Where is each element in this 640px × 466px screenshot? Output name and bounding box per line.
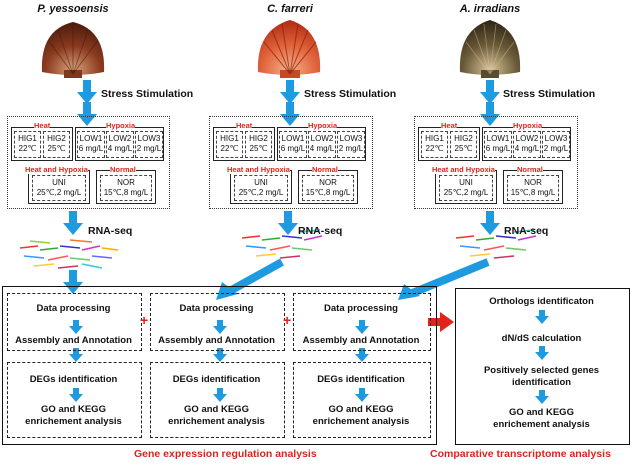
scallop-yessoensis-image <box>41 22 105 78</box>
dnds-label: dN/dS calculation <box>501 333 582 344</box>
heat-label: Heat <box>236 121 253 130</box>
heat-label: Heat <box>441 121 458 130</box>
species-label: C. farreri <box>267 3 313 15</box>
stress-label: Stress Stimulation <box>101 88 194 100</box>
conditions-panel <box>414 116 578 209</box>
assembly-label: Assembly and Annotation <box>15 335 132 346</box>
comparative-panel <box>455 288 630 445</box>
normal-label: Normal <box>110 165 136 174</box>
degs-label: DEGs identification <box>317 374 405 385</box>
reads-right-image <box>455 229 537 259</box>
positive-selection-label: Positively selected genes <box>483 365 600 376</box>
normal-label: Normal <box>312 165 338 174</box>
plus-icon: + <box>283 312 292 328</box>
degs-box <box>7 362 142 438</box>
hypoxia-label: Hypoxia <box>513 121 543 130</box>
conditions-panel <box>7 116 170 209</box>
conditions-panel <box>209 116 373 209</box>
degs-box <box>293 362 431 438</box>
plus-icon: + <box>140 312 149 328</box>
normal-label: Normal <box>517 165 543 174</box>
red-arrow-icon <box>428 312 454 332</box>
processing-box <box>293 293 431 351</box>
rnaseq-label: RNA-seq <box>298 225 343 237</box>
data-processing-label: Data processing <box>179 303 254 314</box>
arrow-down-icon <box>480 80 500 104</box>
gene-expression-caption: Gene expression regulation analysis <box>134 448 317 460</box>
processing-box <box>7 293 142 351</box>
degs-box <box>150 362 285 438</box>
assembly-label: Assembly and Annotation <box>158 335 275 346</box>
gene-expression-panel <box>2 286 437 445</box>
degs-label: DEGs identification <box>29 374 118 385</box>
go-kegg-label: GO and KEGG <box>41 404 106 415</box>
species-label: A. irradians <box>459 3 521 15</box>
arrow-down-icon <box>63 211 83 235</box>
rnaseq-label: RNA-seq <box>504 225 549 237</box>
scallop-farreri-image <box>257 20 321 78</box>
positive-selection-label-2: identification <box>511 377 572 388</box>
arrow-down-icon <box>278 211 298 235</box>
enrichment-label: enrichement analysis <box>25 416 122 427</box>
reads-middle-image <box>241 229 323 259</box>
processing-box <box>150 293 285 351</box>
rnaseq-label: RNA-seq <box>88 225 133 237</box>
data-processing-label: Data processing <box>324 303 398 314</box>
arrow-down-icon <box>77 80 97 104</box>
heat-hypoxia-label: Heat and Hypoxia <box>227 165 290 174</box>
reads-left-image <box>19 239 119 269</box>
species-label: P. yessoensis <box>37 3 109 15</box>
heat-hypoxia-label: Heat and Hypoxia <box>25 165 88 174</box>
stress-label: Stress Stimulation <box>503 88 596 100</box>
enrichment-label: enrichement analysis <box>312 416 410 427</box>
go-kegg-label: GO and KEGG <box>328 404 394 415</box>
go-kegg-label: GO and KEGG <box>184 404 249 415</box>
stress-label: Stress Stimulation <box>304 88 397 100</box>
data-processing-label: Data processing <box>36 303 111 314</box>
orthologs-label: Orthologs identificaton <box>489 296 594 307</box>
degs-label: DEGs identification <box>172 374 261 385</box>
arrow-down-icon <box>480 211 500 235</box>
scallop-irradians-image <box>459 20 521 78</box>
heat-label: Heat <box>34 121 51 130</box>
enrichment-label: enrichement analysis <box>493 419 590 430</box>
comparative-caption: Comparative transcriptome analysis <box>430 448 611 460</box>
go-kegg-label: GO and KEGG <box>509 407 574 418</box>
hypoxia-label: Hypoxia <box>106 121 136 130</box>
heat-hypoxia-label: Heat and Hypoxia <box>432 165 495 174</box>
assembly-label: Assembly and Annotation <box>302 335 420 346</box>
enrichment-label: enrichement analysis <box>168 416 265 427</box>
hypoxia-label: Hypoxia <box>308 121 338 130</box>
diagonal-arrow-icon <box>398 258 490 300</box>
arrow-down-icon <box>280 80 300 104</box>
